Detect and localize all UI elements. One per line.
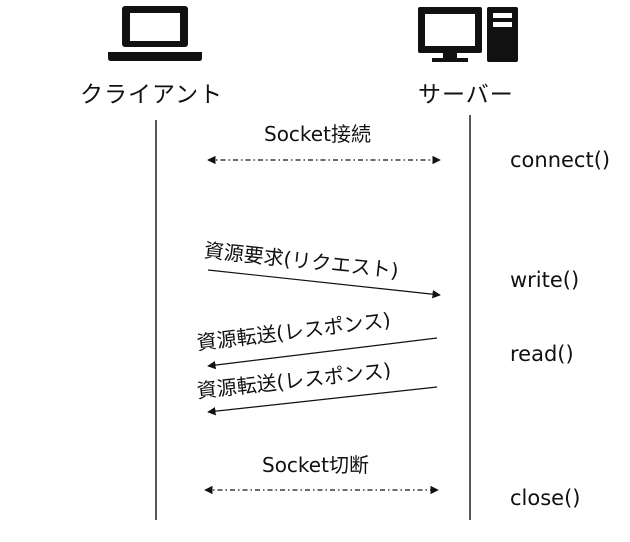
laptop-icon xyxy=(108,6,202,61)
socket-connect-label: Socket接続 xyxy=(264,122,371,146)
response-arrow-1 xyxy=(207,337,438,370)
socket-disconnect-label: Socket切断 xyxy=(262,453,369,477)
server-label: サーバー xyxy=(418,82,514,108)
response-arrow-2 xyxy=(207,386,438,416)
request-arrow xyxy=(207,269,441,299)
close-call-label: close() xyxy=(510,486,581,510)
connect-call-label: connect() xyxy=(510,148,611,172)
read-call-label: read() xyxy=(510,342,574,366)
client-label: クライアント xyxy=(80,82,224,108)
desktop-computer-icon xyxy=(418,7,518,62)
write-call-label: write() xyxy=(510,268,580,292)
